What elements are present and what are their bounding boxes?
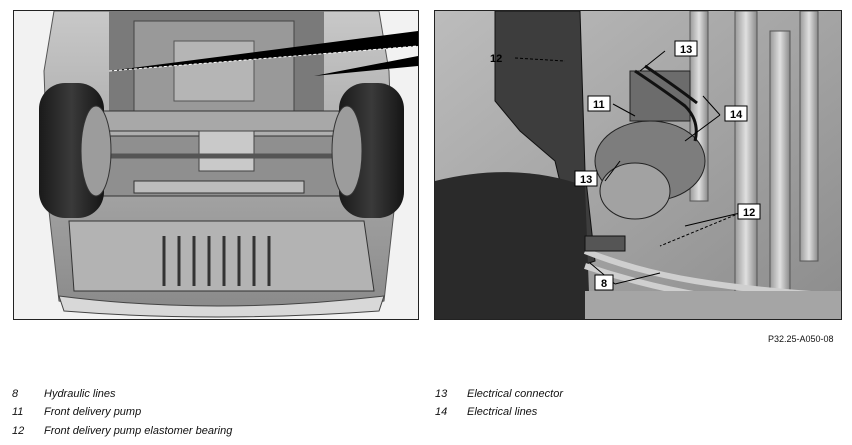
- svg-text:12: 12: [743, 207, 755, 219]
- legend-number: 8: [12, 388, 19, 400]
- callout-12-mid: 12: [737, 203, 761, 220]
- svg-text:14: 14: [730, 109, 743, 121]
- legend-number: 14: [435, 406, 448, 418]
- vehicle-underside-illustration: [13, 10, 419, 320]
- svg-text:11: 11: [593, 99, 605, 111]
- svg-text:13: 13: [680, 44, 692, 56]
- delivery-pump-detail-illustration: 12 13 11 14 13 12 8: [434, 10, 842, 320]
- legend-number: 11: [12, 406, 24, 418]
- callout-11: 11: [587, 95, 611, 112]
- callout-14: 14: [724, 105, 748, 122]
- callout-8: 8: [594, 274, 614, 291]
- callout-12-top: 12: [490, 53, 502, 65]
- svg-text:12: 12: [490, 53, 502, 65]
- svg-text:13: 13: [580, 174, 592, 186]
- callout-13-top: 13: [674, 40, 698, 57]
- callout-13-left: 13: [574, 170, 598, 187]
- legend-text: Front delivery pump: [44, 406, 142, 418]
- legend-text: Electrical lines: [467, 406, 538, 418]
- svg-text:8: 8: [601, 278, 607, 290]
- legend-text: Electrical connector: [467, 388, 563, 400]
- legend-text: Front delivery pump elastomer bearing: [44, 425, 233, 437]
- legend-text: Hydraulic lines: [44, 388, 116, 400]
- legend-number: 12: [12, 425, 25, 437]
- legend-number: 13: [435, 388, 448, 400]
- figure-reference: P32.25-A050-08: [768, 334, 834, 344]
